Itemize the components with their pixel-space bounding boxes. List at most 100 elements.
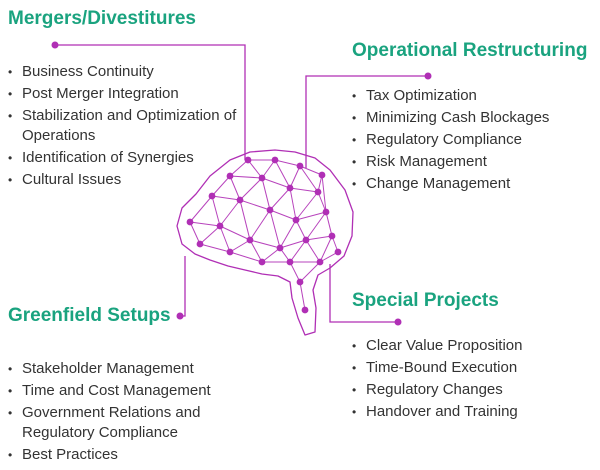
brain-node xyxy=(226,248,234,256)
brain-node xyxy=(296,278,304,286)
brain-mesh-line xyxy=(199,243,231,253)
brain-node xyxy=(302,236,310,244)
brain-node xyxy=(271,156,279,164)
section-greenfield-setups: Greenfield Setups Stakeholder Management… xyxy=(8,305,268,467)
list-item: Time and Cost Management xyxy=(8,381,268,401)
brain-node xyxy=(266,206,274,214)
list-special-projects: Clear Value Proposition Time-Bound Execu… xyxy=(352,336,597,422)
brain-mesh-line xyxy=(269,209,297,221)
brain-mesh-line xyxy=(189,221,201,245)
brain-node xyxy=(246,236,254,244)
brain-node xyxy=(186,218,194,226)
list-item: Cultural Issues xyxy=(8,170,258,190)
brain-mesh-line xyxy=(239,199,251,241)
brain-mesh-line xyxy=(305,211,327,241)
brain-mesh-line xyxy=(199,225,221,245)
brain-mesh-line xyxy=(321,174,327,213)
brain-mesh-line xyxy=(261,247,281,263)
brain-node xyxy=(286,258,294,266)
list-item: Post Merger Integration xyxy=(8,84,258,104)
list-item: Tax Optimization xyxy=(352,86,597,106)
brain-node xyxy=(258,258,266,266)
brain-mesh-line xyxy=(274,159,291,189)
brain-mesh-line xyxy=(279,239,307,249)
brain-mesh-line xyxy=(295,191,319,221)
brain-mesh-line xyxy=(219,225,231,253)
brain-node xyxy=(318,171,326,179)
brain-node xyxy=(292,216,300,224)
brain-node xyxy=(334,248,342,256)
brain-mesh-line xyxy=(249,209,271,241)
brain-mesh-line xyxy=(261,177,291,189)
brain-node xyxy=(196,240,204,248)
brain-mesh-line xyxy=(289,187,297,221)
brain-node xyxy=(296,162,304,170)
list-item: Handover and Training xyxy=(352,402,597,422)
section-operational-restructuring: Operational Restructuring Tax Optimizati… xyxy=(352,40,597,196)
brain-node xyxy=(314,188,322,196)
brain-node xyxy=(276,244,284,252)
brain-mesh-line xyxy=(269,209,281,249)
list-item: Clear Value Proposition xyxy=(352,336,597,356)
brain-mesh-line xyxy=(261,177,271,211)
list-mergers-divestitures: Business Continuity Post Merger Integrat… xyxy=(8,62,258,190)
connector-dot-special xyxy=(394,318,402,326)
list-item: Change Management xyxy=(352,174,597,194)
connector-operational xyxy=(305,75,428,168)
section-special-projects: Special Projects Clear Value Proposition… xyxy=(352,290,597,424)
brain-node xyxy=(322,208,330,216)
brain-mesh-line xyxy=(319,251,339,263)
brain-mesh-line xyxy=(189,195,213,223)
brain-mesh-line xyxy=(295,219,307,241)
brain-mesh-line xyxy=(319,235,333,263)
brain-node xyxy=(301,306,309,314)
brain-mesh-line xyxy=(229,251,263,263)
title-operational-restructuring: Operational Restructuring xyxy=(352,40,588,61)
list-item: Regulatory Changes xyxy=(352,380,597,400)
list-item: Stabilization and Optimization of Operat… xyxy=(8,106,258,146)
brain-mesh-line xyxy=(279,219,297,249)
brain-node xyxy=(316,258,324,266)
connector-dot-mergers xyxy=(51,41,59,49)
brain-mesh-line xyxy=(289,165,301,189)
list-item: Stakeholder Management xyxy=(8,359,268,379)
connector-dot-greenfield xyxy=(176,312,184,320)
brain-mesh-line xyxy=(211,195,221,227)
brain-nodes xyxy=(186,156,342,314)
list-item: Regulatory Compliance xyxy=(352,130,597,150)
list-item: Business Continuity xyxy=(8,62,258,82)
list-item: Identification of Synergies xyxy=(8,148,258,168)
connector-dot-operational xyxy=(424,72,432,80)
brain-mesh-line xyxy=(317,191,327,213)
list-operational-restructuring: Tax Optimization Minimizing Cash Blockag… xyxy=(352,86,597,194)
list-greenfield-setups: Stakeholder Management Time and Cost Man… xyxy=(8,359,268,465)
brain-mesh-line xyxy=(289,239,307,263)
brain-mesh-line xyxy=(219,225,251,241)
brain-mesh-line xyxy=(299,165,319,193)
brain-mesh-line xyxy=(229,239,251,253)
brain-node xyxy=(286,184,294,192)
list-item: Minimizing Cash Blockages xyxy=(352,108,597,128)
brain-node xyxy=(216,222,224,230)
title-special-projects: Special Projects xyxy=(352,290,499,311)
brain-node xyxy=(208,192,216,200)
list-item: Government Relations and Regulatory Comp… xyxy=(8,403,268,443)
brain-node xyxy=(236,196,244,204)
brain-mesh-line xyxy=(289,261,301,283)
title-mergers-divestitures: Mergers/Divestitures xyxy=(8,8,196,29)
brain-outline xyxy=(176,149,354,336)
brain-mesh-line xyxy=(299,281,306,311)
title-greenfield-setups: Greenfield Setups xyxy=(8,305,171,326)
brain-mesh-line xyxy=(274,159,301,167)
brain-mesh-line xyxy=(261,159,276,179)
brain-mesh-line xyxy=(269,187,291,211)
brain-node xyxy=(328,232,336,240)
brain-mesh-line xyxy=(305,239,321,263)
brain-mesh-line xyxy=(299,261,321,283)
list-item: Time-Bound Execution xyxy=(352,358,597,378)
section-mergers-divestitures: Mergers/Divestitures Business Continuity… xyxy=(8,8,258,192)
brain-mesh-line xyxy=(289,187,319,193)
brain-node xyxy=(258,174,266,182)
brain-mesh-line xyxy=(295,211,327,221)
